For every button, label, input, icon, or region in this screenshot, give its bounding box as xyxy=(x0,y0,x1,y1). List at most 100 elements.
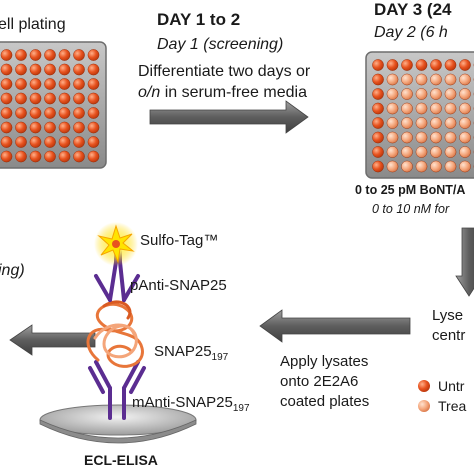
plate-well xyxy=(0,63,13,76)
plate-well xyxy=(430,117,442,129)
plate-well xyxy=(87,63,100,76)
plate-well xyxy=(15,78,27,90)
plate-well xyxy=(0,121,13,134)
plate-well xyxy=(44,121,56,134)
capture-antibody xyxy=(88,360,146,420)
plate-well xyxy=(0,136,13,148)
plate-well xyxy=(44,78,56,90)
plate-well xyxy=(29,121,42,134)
plate-well xyxy=(430,160,442,173)
day3-subtitle: Day 2 (6 h xyxy=(374,24,448,41)
plate-well xyxy=(58,49,71,61)
plate-well xyxy=(73,92,85,105)
plate-well xyxy=(459,131,471,144)
sulfo-tag-label: Sulfo-Tag™ xyxy=(140,232,219,249)
legend-untreated-label: Untr xyxy=(438,378,465,394)
plate-well xyxy=(58,107,71,119)
elisa-plate-well xyxy=(39,404,197,444)
plate-well xyxy=(401,160,413,173)
day1to2-line1: Differentiate two days or xyxy=(138,63,311,80)
plate-well xyxy=(15,150,27,163)
plate-well xyxy=(372,117,384,129)
plate-well xyxy=(372,160,384,173)
plate-treated xyxy=(365,51,474,179)
plate-well xyxy=(372,131,384,144)
plate-well xyxy=(459,146,471,158)
plate-well xyxy=(386,88,399,100)
plate-well xyxy=(386,131,399,144)
plate-well xyxy=(415,73,428,86)
plate-well xyxy=(15,63,27,76)
plate-well xyxy=(459,73,471,86)
day1to2-subtitle: Day 1 (screening) xyxy=(157,36,284,53)
plate-well xyxy=(58,78,71,90)
plating-label: ell plating xyxy=(0,16,66,33)
plate-well xyxy=(58,63,71,76)
plate-well xyxy=(15,136,27,148)
plate-well xyxy=(372,146,384,158)
plate-well xyxy=(29,63,42,76)
plate-well xyxy=(401,88,413,100)
plate-well xyxy=(401,73,413,86)
plate-well xyxy=(415,117,428,129)
plate-well xyxy=(0,150,13,163)
plate-well xyxy=(44,92,56,105)
plate-well xyxy=(87,150,100,163)
plate-well xyxy=(430,73,442,86)
plate-well xyxy=(87,136,100,148)
plate-well xyxy=(87,107,100,119)
plate-well xyxy=(444,88,457,100)
plate-well xyxy=(415,131,428,144)
arrow-day1-to-day3 xyxy=(149,100,309,134)
plate-well xyxy=(0,78,13,90)
plate-well xyxy=(401,117,413,129)
plate-well xyxy=(430,131,442,144)
p-antibody-label: pAnti-SNAP25 xyxy=(130,277,227,294)
plate-well xyxy=(58,150,71,163)
plate-well xyxy=(459,102,471,115)
plate-well xyxy=(15,92,27,105)
plate-well xyxy=(444,160,457,173)
plate-well xyxy=(401,102,413,115)
plate-well xyxy=(444,102,457,115)
plate-well xyxy=(415,146,428,158)
plate-well xyxy=(415,102,428,115)
day3-title: DAY 3 (24 xyxy=(374,0,452,19)
plate-well xyxy=(444,117,457,129)
plate-well xyxy=(44,63,56,76)
plate-well xyxy=(459,117,471,129)
plate-well xyxy=(372,102,384,115)
plate-well xyxy=(444,146,457,158)
plate-well xyxy=(73,63,85,76)
plate-well xyxy=(58,136,71,148)
plate-well xyxy=(58,92,71,105)
dose-range: 0 to 25 pM BoNT/A xyxy=(355,183,466,197)
snap25-label: SNAP25197 xyxy=(154,343,229,363)
apply-lysates-text: Apply lysates onto 2E2A6 coated plates xyxy=(280,353,370,410)
plate-well xyxy=(401,59,413,71)
plate-well xyxy=(401,131,413,144)
dose-range-alt: 0 to 10 nM for xyxy=(372,202,450,216)
plate-well xyxy=(459,160,471,173)
arrow-lysate-to-elisa xyxy=(259,309,411,343)
plate-well xyxy=(430,59,442,71)
plate-well xyxy=(386,117,399,129)
plate-well xyxy=(44,107,56,119)
day1to2-title: DAY 1 to 2 xyxy=(157,10,241,29)
plate-well xyxy=(430,88,442,100)
plate-well xyxy=(44,136,56,148)
plate-well xyxy=(0,92,13,105)
plate-well xyxy=(415,88,428,100)
plate-well xyxy=(87,49,100,61)
plate-well xyxy=(372,88,384,100)
legend-treated-dot xyxy=(418,400,430,412)
day1to2-line2: o/n in serum-free media xyxy=(138,84,307,101)
plate-well xyxy=(29,150,42,163)
plate-well xyxy=(386,73,399,86)
plate-well xyxy=(0,49,13,61)
legend-treated-label: Trea xyxy=(438,398,467,414)
plate-well xyxy=(29,107,42,119)
plate-untreated xyxy=(0,41,107,169)
legend-untreated-dot xyxy=(418,380,430,392)
